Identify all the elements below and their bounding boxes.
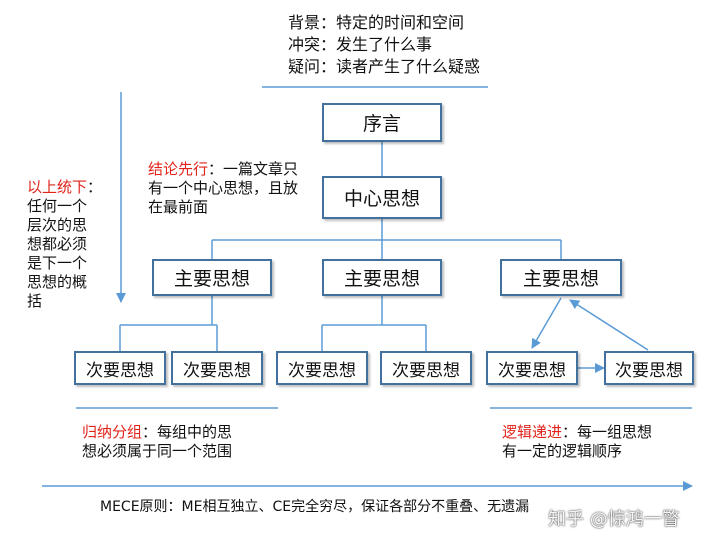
preface-box: 序言 [322, 103, 442, 142]
conclusion-first-text1: ：一篇文章只 [208, 160, 299, 178]
watermark: 知乎 @惊鸿一瞥 [548, 509, 680, 530]
top-down-line-6: 括 [27, 292, 43, 310]
top-down-label: 以上统下 [27, 178, 88, 196]
main-idea-box-3: 主要思想 [500, 259, 622, 296]
main-idea-box-2: 主要思想 [322, 259, 442, 296]
progression-label: 逻辑递进 [502, 423, 563, 441]
grouping-text1: ：每组中的思 [142, 423, 233, 441]
grouping-text2: 想必须属于同一个范围 [82, 442, 233, 460]
grouping-note: 归纳分组：每组中的思 想必须属于同一个范围 [82, 423, 232, 461]
conclusion-first-note: 结论先行：一篇文章只 有一个中心思想，且放 在最前面 [148, 160, 298, 217]
progression-note: 逻辑递进：每一组思想 有一定的逻辑顺序 [502, 423, 652, 461]
top-down-line-4: 是下一个 [27, 254, 88, 272]
top-down-line-3: 想都必须 [27, 235, 88, 253]
conclusion-first-text3: 在最前面 [148, 198, 209, 216]
context-question: 疑问：读者产生了什么疑惑 [288, 57, 481, 76]
main-idea-box-1: 主要思想 [152, 259, 272, 296]
top-down-colon: ： [87, 178, 103, 196]
conclusion-first-text2: 有一个中心思想，且放 [148, 179, 299, 197]
mece-principle: MECE原则：ME相互独立、CE完全穷尽，保证各部分不重叠、无遗漏 [100, 499, 530, 515]
sub-idea-box-3: 次要思想 [276, 351, 368, 385]
top-down-line-2: 层次的思 [27, 216, 88, 234]
sub-idea-box-1: 次要思想 [74, 351, 166, 385]
central-idea-box: 中心思想 [322, 176, 442, 219]
top-down-line-1: 任何一个 [27, 197, 88, 215]
sub-idea-box-6: 次要思想 [604, 351, 694, 385]
progression-text2: 有一定的逻辑顺序 [502, 442, 623, 460]
progression-text1: ：每一组思想 [562, 423, 653, 441]
sub-idea-box-5: 次要思想 [486, 351, 578, 385]
top-down-note: 以上统下： 任何一个 层次的思 想都必须 是下一个 思想的概 括 [27, 178, 102, 311]
arrow-sub6-to-main3 [569, 299, 649, 351]
sub-idea-box-2: 次要思想 [171, 351, 263, 385]
context-block: 背景：特定的时间和空间 冲突：发生了什么事 疑问：读者产生了什么疑惑 [288, 12, 480, 78]
context-background: 背景：特定的时间和空间 [288, 13, 465, 32]
arrow-main3-to-sub5 [531, 297, 562, 349]
context-conflict: 冲突：发生了什么事 [288, 35, 433, 54]
top-down-line-5: 思想的概 [27, 273, 88, 291]
conclusion-first-label: 结论先行 [148, 160, 209, 178]
sub-idea-box-4: 次要思想 [380, 351, 472, 385]
grouping-label: 归纳分组 [82, 423, 143, 441]
